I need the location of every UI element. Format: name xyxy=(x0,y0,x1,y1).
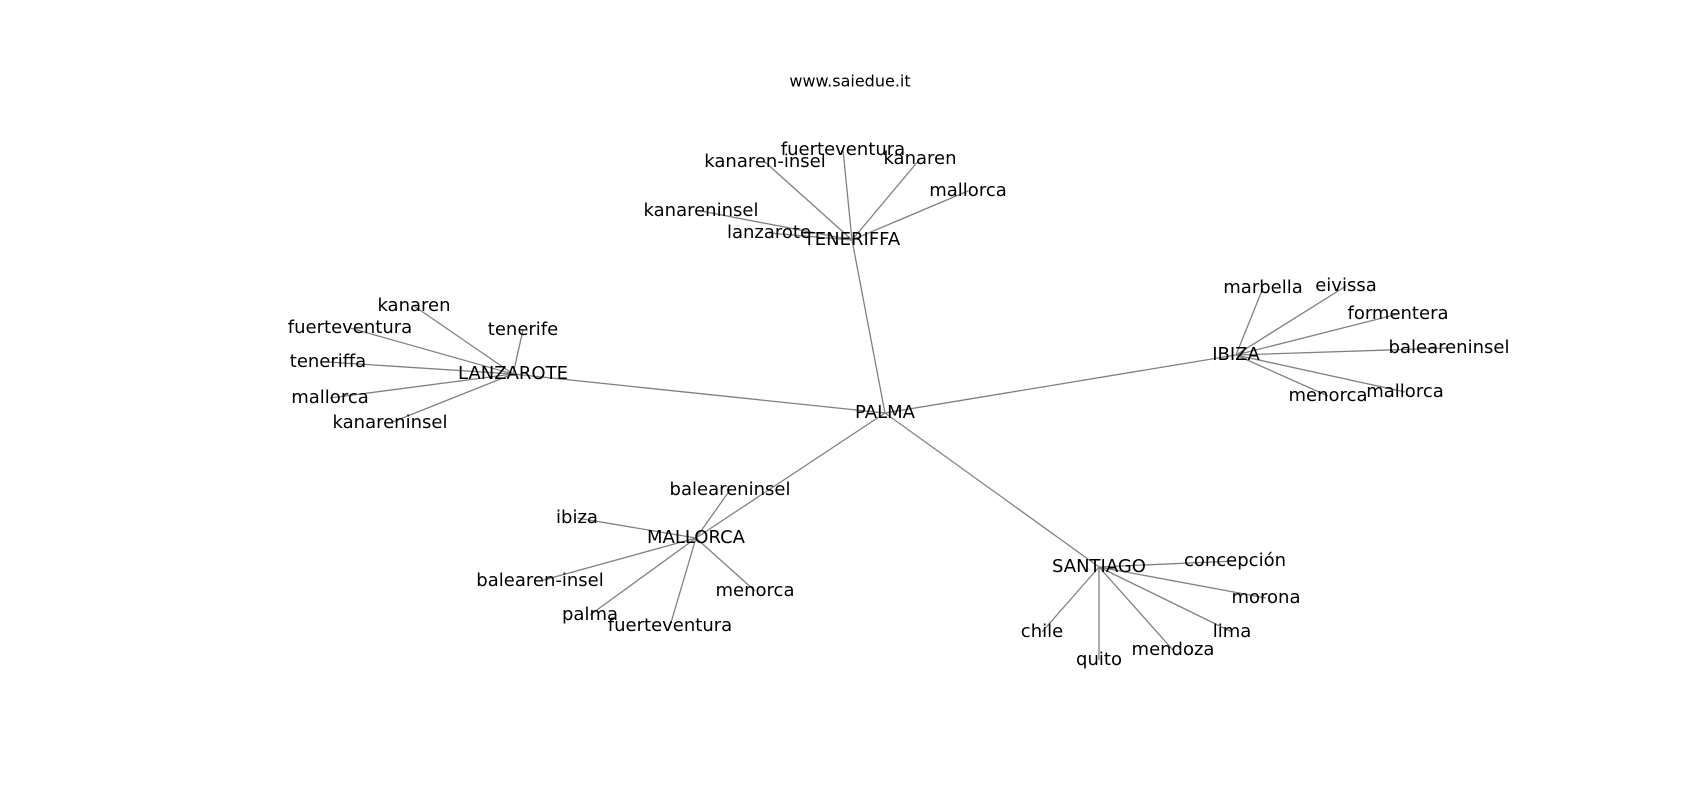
leaf-node-ibiza-eivissa: eivissa xyxy=(1315,275,1377,296)
center-node-label: PALMA xyxy=(855,402,916,423)
edge-ibiza-marbella xyxy=(1235,287,1264,356)
leaf-node-mallorca-balearen-insel: balearen-insel xyxy=(476,570,603,591)
edge-mallorca-balearen-insel xyxy=(539,537,697,582)
leaf-node-mallorca-baleareninsel: baleareninsel xyxy=(670,479,791,500)
leaf-node-santiago-chile: chile xyxy=(1021,621,1063,642)
edge-mallorca-fuerteventura xyxy=(669,537,697,627)
edge-mallorca-baleareninsel xyxy=(695,489,731,539)
edge-lanzarote-tenerife xyxy=(512,329,524,375)
leaf-node-teneriffa-fuerteventura: fuerteventura xyxy=(781,139,905,160)
edge-ibiza-formentera xyxy=(1235,313,1399,356)
leaf-node-lanzarote-tenerife: tenerife xyxy=(488,319,558,340)
leaf-node-lanzarote-fuerteventura: fuerteventura xyxy=(288,317,412,338)
edge-lanzarote-fuerteventura xyxy=(349,327,514,375)
edge-lanzarote-kanareninsel xyxy=(389,373,514,424)
edge-santiago-mendoza xyxy=(1098,566,1174,651)
leaf-node-santiago-lima: lima xyxy=(1213,621,1252,642)
edge-teneriffa-lanzarote xyxy=(768,232,853,241)
hub-node-santiago: SANTIAGO xyxy=(1052,556,1146,577)
edge-santiago-morona xyxy=(1098,566,1267,599)
edge-teneriffa-kanaren xyxy=(851,158,921,241)
leaf-node-ibiza-marbella: marbella xyxy=(1223,277,1303,298)
leaf-node-teneriffa-mallorca: mallorca xyxy=(929,180,1007,201)
edge-teneriffa-fuerteventura xyxy=(842,149,853,241)
leaf-node-mallorca-fuerteventura: fuerteventura xyxy=(608,615,732,636)
leaf-node-ibiza-mallorca: mallorca xyxy=(1366,381,1444,402)
edge-lanzarote-kanaren xyxy=(413,305,514,375)
leaf-node-lanzarote-kanareninsel: kanareninsel xyxy=(333,412,448,433)
leaf-node-santiago-concepcion: concepción xyxy=(1184,550,1286,571)
leaf-node-ibiza-baleareninsel: baleareninsel xyxy=(1389,337,1510,358)
leaf-node-lanzarote-mallorca: mallorca xyxy=(291,387,369,408)
edge-mallorca-palma xyxy=(589,537,697,616)
edge-santiago-chile xyxy=(1041,566,1100,633)
leaf-node-santiago-morona: morona xyxy=(1231,587,1300,608)
edge-ibiza-eivissa xyxy=(1235,285,1347,356)
edge-lanzarote-mallorca xyxy=(329,373,514,399)
edge-santiago-lima xyxy=(1098,566,1233,633)
leaf-node-mallorca-palma: palma xyxy=(562,604,618,625)
edge-lanzarote-teneriffa xyxy=(327,361,514,375)
leaf-node-santiago-mendoza: mendoza xyxy=(1132,639,1215,660)
edge-center-mallorca xyxy=(695,412,886,539)
hub-node-lanzarote: LANZAROTE xyxy=(458,363,568,384)
leaf-node-teneriffa-lanzarote: lanzarote xyxy=(727,222,811,243)
edge-santiago-concepcion xyxy=(1098,560,1236,568)
leaf-node-teneriffa-kanaren-insel: kanaren-insel xyxy=(704,151,825,172)
leaf-node-teneriffa-kanareninsel: kanareninsel xyxy=(644,200,759,221)
hub-node-ibiza: IBIZA xyxy=(1212,344,1260,365)
leaf-node-santiago-quito: quito xyxy=(1076,649,1122,670)
edge-mallorca-menorca xyxy=(695,537,756,592)
edge-ibiza-menorca xyxy=(1235,354,1329,397)
hub-node-teneriffa: TENERIFFA xyxy=(803,229,901,250)
leaf-node-lanzarote-kanaren: kanaren xyxy=(377,295,450,316)
leaf-node-lanzarote-teneriffa: teneriffa xyxy=(290,351,366,372)
edge-mallorca-ibiza xyxy=(576,517,697,539)
edge-center-santiago xyxy=(884,412,1100,568)
edge-ibiza-mallorca xyxy=(1235,354,1406,393)
edges-layer xyxy=(327,149,1450,660)
hub-node-mallorca: MALLORCA xyxy=(647,527,746,548)
leaf-node-ibiza-formentera: formentera xyxy=(1347,303,1448,324)
labels-layer: www.saiedue.it PALMA TENERIFFA kanaren-ins… xyxy=(288,72,1510,671)
edge-teneriffa-mallorca xyxy=(851,190,969,241)
site-watermark: www.saiedue.it xyxy=(789,72,910,91)
edge-teneriffa-kanaren-insel xyxy=(764,161,853,241)
leaf-node-mallorca-ibiza: ibiza xyxy=(556,507,598,528)
edge-ibiza-baleareninsel xyxy=(1235,347,1450,356)
edge-center-lanzarote xyxy=(512,373,886,414)
leaf-node-teneriffa-kanaren: kanaren xyxy=(883,148,956,169)
edge-center-teneriffa xyxy=(851,239,886,414)
edge-center-ibiza xyxy=(884,354,1237,414)
edge-teneriffa-kanareninsel xyxy=(700,210,853,241)
leaf-node-ibiza-menorca: menorca xyxy=(1289,385,1368,406)
leaf-node-mallorca-menorca: menorca xyxy=(716,580,795,601)
